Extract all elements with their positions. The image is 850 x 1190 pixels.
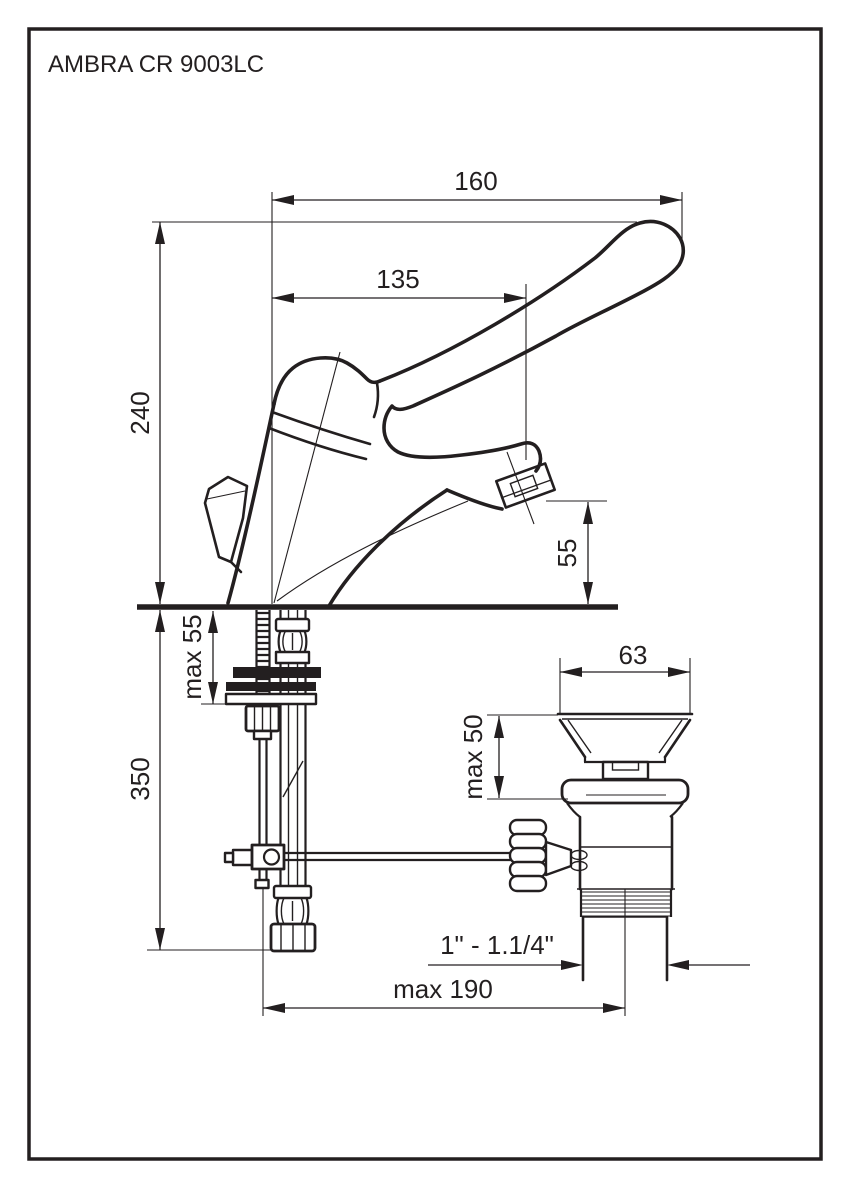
installation-parts: [223, 610, 511, 1016]
waste-drain: [508, 712, 694, 1016]
drain-plug: [601, 760, 650, 781]
faucet-spout: [445, 462, 557, 511]
dimension-55: 55: [546, 500, 607, 604]
dim-label-max-190: max 190: [393, 974, 493, 1004]
dim-label-240: 240: [125, 391, 155, 434]
drain-threads: [579, 889, 673, 917]
dimension-240: 240: [125, 222, 165, 604]
dimension-thread: 1" - 1.1/4": [428, 930, 750, 970]
aerator: [494, 462, 557, 509]
mounting-stud: [255, 610, 271, 706]
dimension-max-55: max 55: [177, 611, 245, 705]
side-knob: [203, 475, 249, 574]
drawing-frame: [27, 27, 823, 1161]
faucet-lever: [378, 219, 686, 473]
dim-label-160: 160: [454, 166, 497, 196]
dimension-max-190: max 190: [263, 974, 625, 1013]
drain-body: [560, 778, 690, 891]
dim-label-135: 135: [376, 264, 419, 294]
dimension-135: 135: [272, 264, 527, 460]
drawing-title: AMBRA CR 9003LC: [48, 51, 264, 78]
faucet-body: [226, 356, 449, 608]
supply-hose: [269, 610, 317, 953]
washer-stack: [224, 667, 321, 706]
dimension-max-50: max 50: [458, 714, 568, 800]
mounting-nut: [244, 704, 281, 741]
dimension-63: 63: [559, 640, 691, 714]
pop-up-rod: [223, 739, 511, 890]
dimension-350: 350: [125, 610, 271, 951]
faucet-drawing: [203, 219, 686, 608]
dim-label-max-50: max 50: [458, 714, 488, 799]
dim-label-max-55: max 55: [177, 614, 207, 699]
drain-flange: [556, 712, 694, 764]
rod-ball-joint: [508, 818, 588, 893]
dim-label-thread: 1" - 1.1/4": [440, 930, 554, 960]
rod-pivot: [223, 843, 286, 871]
construction-lines: [273, 351, 535, 604]
dim-label-63: 63: [619, 640, 648, 670]
dimension-160: 160: [152, 166, 683, 604]
dim-label-55: 55: [552, 539, 582, 568]
dim-label-350: 350: [125, 757, 155, 800]
